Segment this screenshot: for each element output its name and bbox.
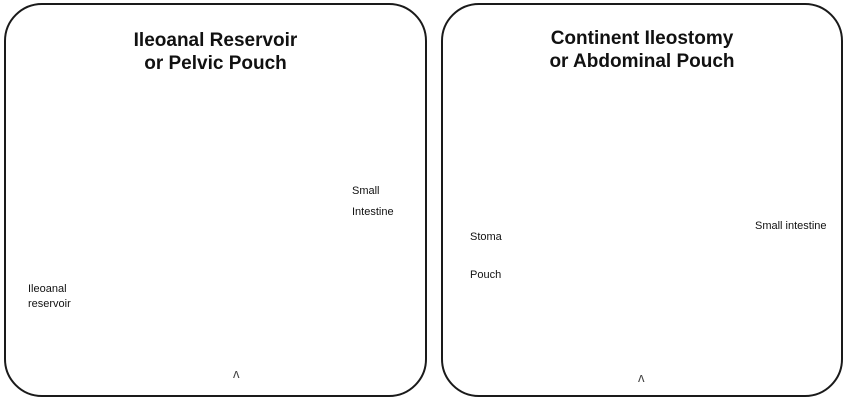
label-small-intestine-right: Small intestine (755, 219, 827, 234)
navel-mark-right: ʌ (638, 370, 645, 385)
panel-title-left: Ileoanal Reservoir or Pelvic Pouch (6, 29, 425, 75)
panel-title-left-line2: or Pelvic Pouch (6, 52, 425, 75)
label-pouch: Pouch (470, 268, 501, 283)
navel-mark-left: ʌ (233, 366, 240, 381)
panel-title-right: Continent Ileostomy or Abdominal Pouch (443, 27, 841, 73)
label-stoma: Stoma (470, 230, 502, 245)
label-small-intestine-left-line2: Intestine (352, 205, 394, 220)
panel-title-right-line2: or Abdominal Pouch (443, 50, 841, 73)
panel-continent-ileostomy: Continent Ileostomy or Abdominal Pouch (441, 3, 843, 397)
label-ileoanal-reservoir: Ileoanal reservoir (28, 282, 71, 312)
label-small-intestine-left-line1: Small (352, 184, 394, 199)
label-small-intestine-left: Small Intestine (352, 184, 394, 220)
panel-title-right-line1: Continent Ileostomy (443, 27, 841, 50)
panel-title-left-line1: Ileoanal Reservoir (6, 29, 425, 52)
label-ileoanal-reservoir-line1: Ileoanal (28, 282, 71, 297)
label-ileoanal-reservoir-line2: reservoir (28, 297, 71, 312)
